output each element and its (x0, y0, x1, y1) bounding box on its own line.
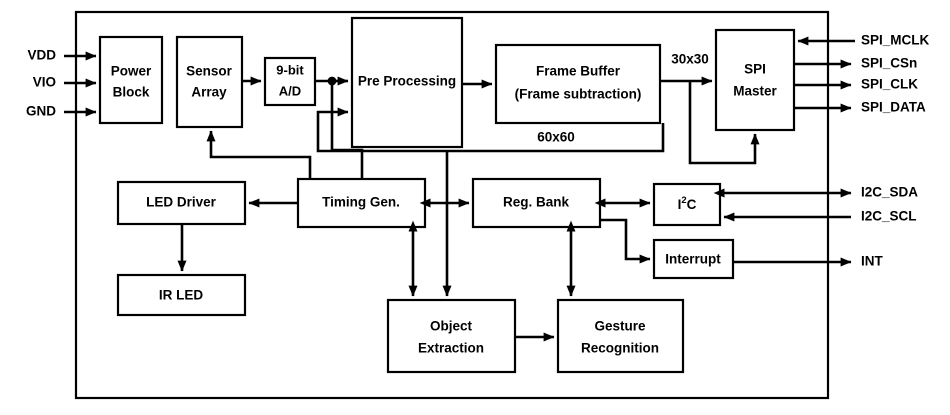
label-interrupt: Interrupt (665, 252, 721, 267)
label-i2c-superscript: 2 (681, 195, 686, 206)
label-frame-buffer-line2: (Frame subtraction) (515, 87, 642, 102)
block-gesture-recognition (556, 298, 685, 374)
label-object-extraction-line2: Extraction (418, 341, 484, 356)
block-interrupt (652, 238, 735, 280)
label-sensor-array-line1: Sensor (186, 64, 233, 79)
pin-label-spi-mclk: SPI_MCLK (861, 33, 930, 48)
label-ad-converter-line2: A/D (279, 83, 301, 98)
label-power-block-line2: Block (113, 85, 150, 100)
pin-group-right: SPI_MCLK SPI_CSn SPI_CLK SPI_DATA I2C_SD… (713, 33, 930, 269)
label-pre-processing: Pre Processing (358, 74, 456, 89)
pin-label-i2c-sda: I2C_SDA (861, 185, 918, 200)
label-spi-master-line2: Master (733, 84, 777, 99)
pin-label-gnd: GND (26, 104, 56, 119)
block-pre-processing (350, 16, 464, 149)
block-led-driver (116, 180, 247, 226)
wire-timinggen-to-sensor (206, 130, 312, 179)
block-frame-buffer (494, 43, 662, 125)
wire-30x30-branch-down (688, 81, 760, 165)
label-spi-master-line1: SPI (744, 62, 766, 77)
label-reg-bank: Reg. Bank (503, 195, 570, 210)
label-i2c-i: I (678, 197, 682, 212)
pin-label-spi-csn: SPI_CSn (861, 56, 917, 71)
pin-label-spi-clk: SPI_CLK (861, 77, 918, 92)
bus-label-60x60: 60x60 (537, 130, 575, 145)
block-power-block (98, 35, 164, 125)
wire-60x60-feedback (316, 107, 665, 153)
label-timing-gen: Timing Gen. (322, 195, 400, 210)
bus-label-30x30: 30x30 (671, 52, 709, 67)
block-sensor-array (175, 35, 244, 129)
wire-regbank-to-interrupt (600, 218, 651, 264)
label-led-driver: LED Driver (146, 195, 217, 210)
block-ad-converter (263, 56, 317, 107)
chip-boundary (74, 10, 830, 400)
label-gesture-recognition-line2: Recognition (581, 341, 659, 356)
pin-label-spi-data: SPI_DATA (861, 100, 926, 115)
label-i2c: I2C (678, 195, 697, 212)
label-ir-led: IR LED (159, 288, 204, 303)
block-ir-led (116, 273, 247, 317)
pin-label-int: INT (861, 254, 884, 269)
label-object-extraction-line1: Object (430, 319, 473, 334)
label-power-block-line1: Power (111, 64, 152, 79)
pin-group-left: VDD VIO GND (26, 48, 97, 119)
block-object-extraction (386, 298, 517, 374)
label-i2c-c: C (687, 197, 697, 212)
pin-label-i2c-scl: I2C_SCL (861, 209, 917, 224)
block-spi-master (714, 28, 796, 132)
pin-label-vdd: VDD (27, 48, 56, 63)
pin-label-vio: VIO (33, 75, 56, 90)
block-reg-bank (471, 177, 602, 229)
label-sensor-array-line2: Array (191, 85, 227, 100)
label-ad-converter-line1: 9-bit (276, 62, 304, 77)
label-gesture-recognition-line1: Gesture (594, 319, 646, 334)
label-frame-buffer-line1: Frame Buffer (536, 64, 621, 79)
block-i2c (652, 182, 722, 227)
